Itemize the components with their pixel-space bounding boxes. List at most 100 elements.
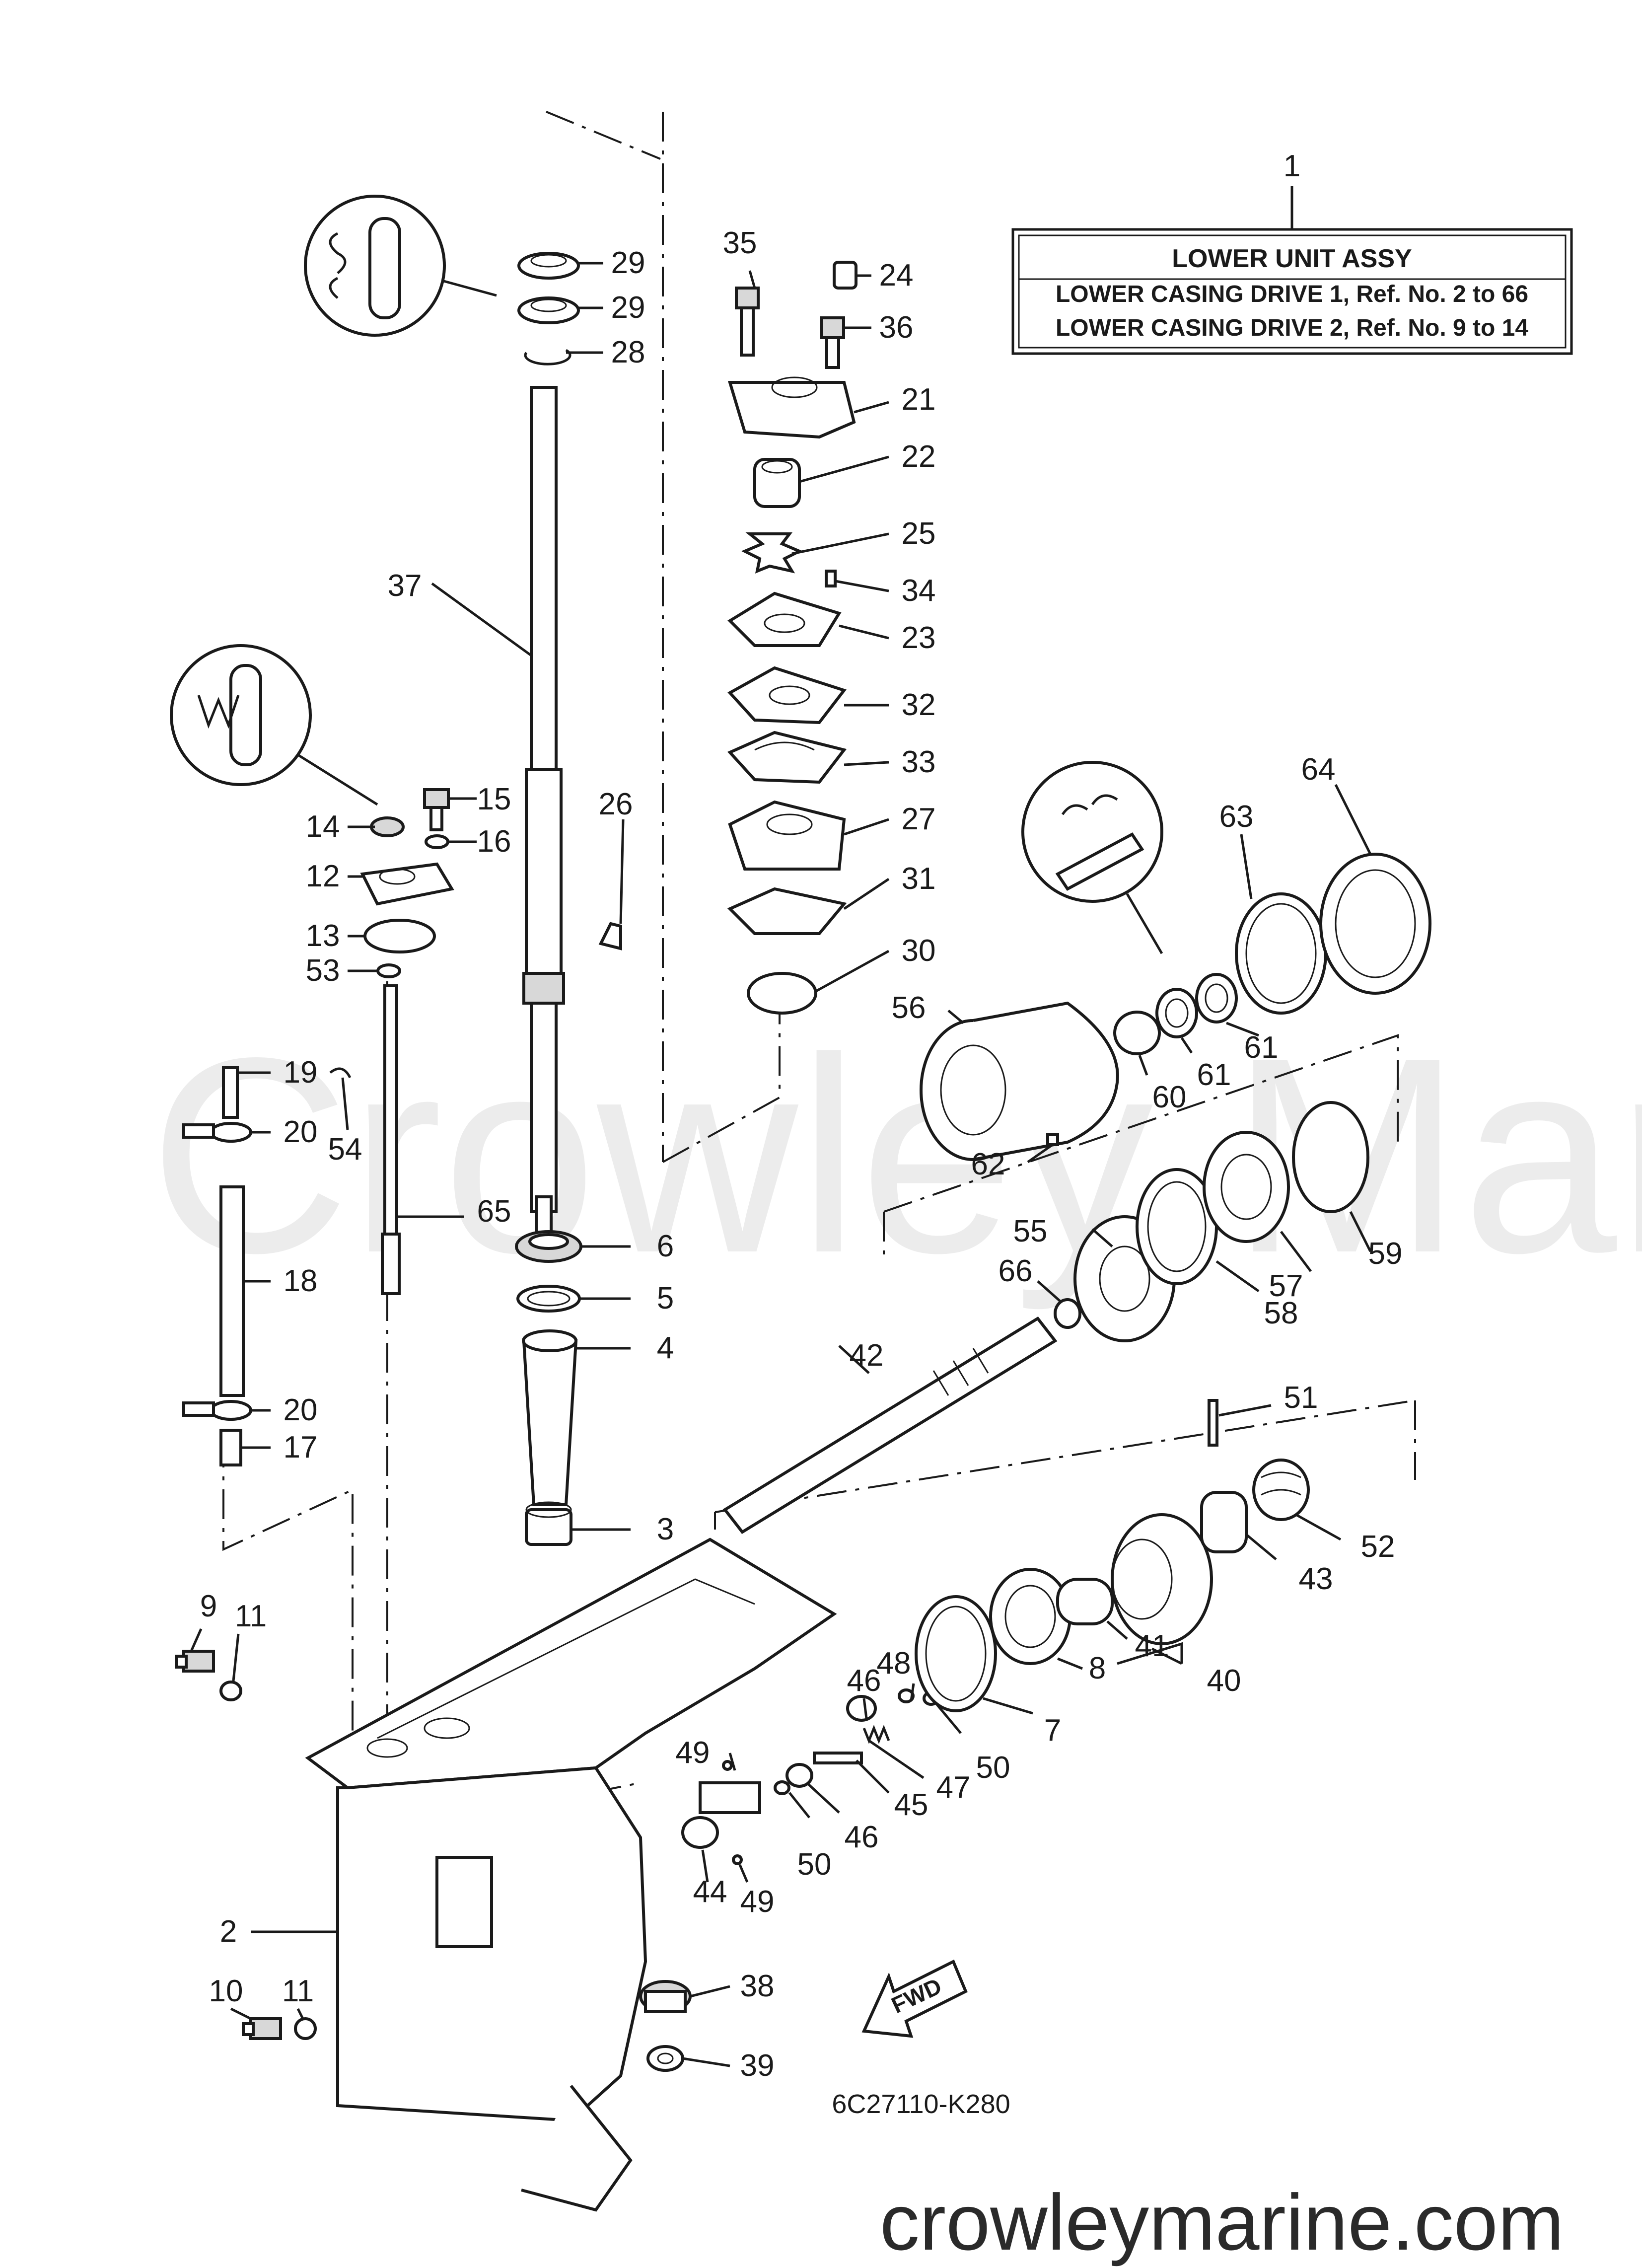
callout-39: 39 [740, 2049, 775, 2083]
bushing-14 [370, 816, 405, 837]
drive-shaft [522, 386, 565, 1238]
drain-screw-9 [175, 1650, 215, 1673]
o-ring-13 [363, 919, 436, 953]
bearing-57 [1203, 1131, 1290, 1243]
callout-15: 15 [477, 782, 511, 816]
callout-55: 55 [1013, 1214, 1048, 1248]
callout-31: 31 [902, 862, 936, 896]
callout-2: 2 [220, 1914, 237, 1949]
shim-7 [915, 1595, 997, 1712]
callout-59: 59 [1368, 1237, 1403, 1271]
pin-51 [1208, 1399, 1218, 1447]
washer-48 [898, 1688, 915, 1703]
bolt-36 [820, 316, 845, 369]
callout-43: 43 [1299, 1562, 1333, 1596]
bearing-8 [989, 1568, 1071, 1665]
callout-65: 65 [477, 1194, 511, 1229]
seal-61b [1195, 973, 1238, 1024]
callout-45: 45 [894, 1788, 928, 1822]
bearing-3 [525, 1501, 572, 1546]
callout-7: 7 [1044, 1713, 1061, 1748]
bearing-60 [1113, 1011, 1161, 1055]
propeller-shaft-42 [722, 1317, 1058, 1534]
site-label: crowleymarine.com [880, 2178, 1564, 2267]
callout-33: 33 [902, 745, 936, 779]
sleeve-4 [522, 1329, 578, 1506]
callout-56: 56 [892, 991, 926, 1025]
seal-61a [1155, 988, 1198, 1038]
o-ring-53 [376, 963, 401, 978]
callout-14: 14 [306, 809, 340, 844]
callout-20b: 20 [284, 1393, 318, 1427]
key-26 [598, 922, 622, 951]
oil-seal-29b [517, 296, 580, 324]
pinion-nut-39 [646, 2045, 684, 2072]
pin-49b [732, 1854, 743, 1865]
assembly-line-2: LOWER CASING DRIVE 2, Ref. No. 9 to 14 [1056, 315, 1528, 341]
callout-64: 64 [1301, 752, 1336, 787]
callout-51: 51 [1284, 1381, 1318, 1415]
clip-54 [329, 1067, 352, 1079]
gasket-23 [727, 591, 842, 647]
callout-58: 58 [1264, 1296, 1298, 1330]
callout-29a: 29 [611, 246, 645, 280]
callout-50b: 50 [976, 1751, 1010, 1785]
o-ring-59 [1292, 1101, 1369, 1213]
pinion-gear-38 [639, 1980, 692, 2013]
callout-30: 30 [902, 934, 936, 968]
seal-6 [515, 1230, 582, 1263]
callout-44: 44 [693, 1875, 727, 1909]
collar-5 [516, 1285, 581, 1313]
stud-19 [222, 1066, 239, 1119]
callout-48: 48 [877, 1646, 911, 1681]
grease-icon-b [170, 644, 378, 806]
impeller-25 [741, 532, 803, 574]
shift-rod-65 [381, 984, 401, 1295]
callout-labels: 1 2 3 4 5 6 7 8 9 10 11 11 12 13 14 15 1… [200, 149, 1403, 2083]
assembly-line-1: LOWER CASING DRIVE 1, Ref. No. 2 to 66 [1056, 281, 1528, 307]
callout-35: 35 [723, 226, 757, 260]
watermark: Crowley Marine [149, 1000, 1642, 1313]
callout-17: 17 [284, 1430, 318, 1464]
callout-63: 63 [1219, 800, 1254, 834]
callout-6: 6 [657, 1229, 674, 1263]
callout-19: 19 [284, 1055, 318, 1090]
callout-5: 5 [657, 1281, 674, 1316]
plunger-46b [846, 1695, 877, 1722]
callout-9: 9 [200, 1589, 217, 1623]
gear-oil-icon [1021, 761, 1163, 954]
ring-nut-64 [1319, 853, 1431, 995]
oil-seal-29a [517, 252, 580, 280]
reverse-gear-40 [1111, 1513, 1213, 1645]
o-ring-30 [747, 972, 817, 1015]
dowel-24 [833, 261, 857, 290]
pump-housing-21 [727, 376, 856, 439]
assembly-title: LOWER UNIT ASSY [1172, 244, 1412, 273]
fwd-arrow-icon: FWD [861, 1959, 968, 2038]
pin-49a [722, 1760, 733, 1771]
callout-11a: 11 [235, 1599, 267, 1633]
callout-27: 27 [902, 802, 936, 836]
callout-25: 25 [902, 516, 936, 551]
callout-62: 62 [971, 1147, 1005, 1181]
circlip-28 [524, 349, 571, 366]
callout-20a: 20 [284, 1115, 318, 1149]
callout-3: 3 [657, 1512, 674, 1546]
callout-29b: 29 [611, 291, 645, 325]
dog-clutch-43 [1200, 1491, 1248, 1553]
callout-1: 1 [1284, 149, 1300, 183]
assembly-label-box: LOWER UNIT ASSY LOWER CASING DRIVE 1, Re… [1011, 186, 1573, 355]
callout-61b: 61 [1244, 1030, 1279, 1065]
callout-57: 57 [1269, 1269, 1303, 1303]
callout-41: 41 [1135, 1629, 1169, 1663]
callout-16: 16 [477, 824, 511, 859]
callout-32: 32 [902, 688, 936, 722]
washer-62 [1046, 1133, 1059, 1146]
callout-40: 40 [1207, 1664, 1241, 1698]
callout-11b: 11 [282, 1974, 314, 2008]
callout-54: 54 [328, 1132, 362, 1167]
callout-50a: 50 [797, 1847, 832, 1882]
callout-26: 26 [599, 787, 633, 821]
callout-60: 60 [1152, 1080, 1187, 1114]
claw-washer-63 [1235, 892, 1327, 1015]
